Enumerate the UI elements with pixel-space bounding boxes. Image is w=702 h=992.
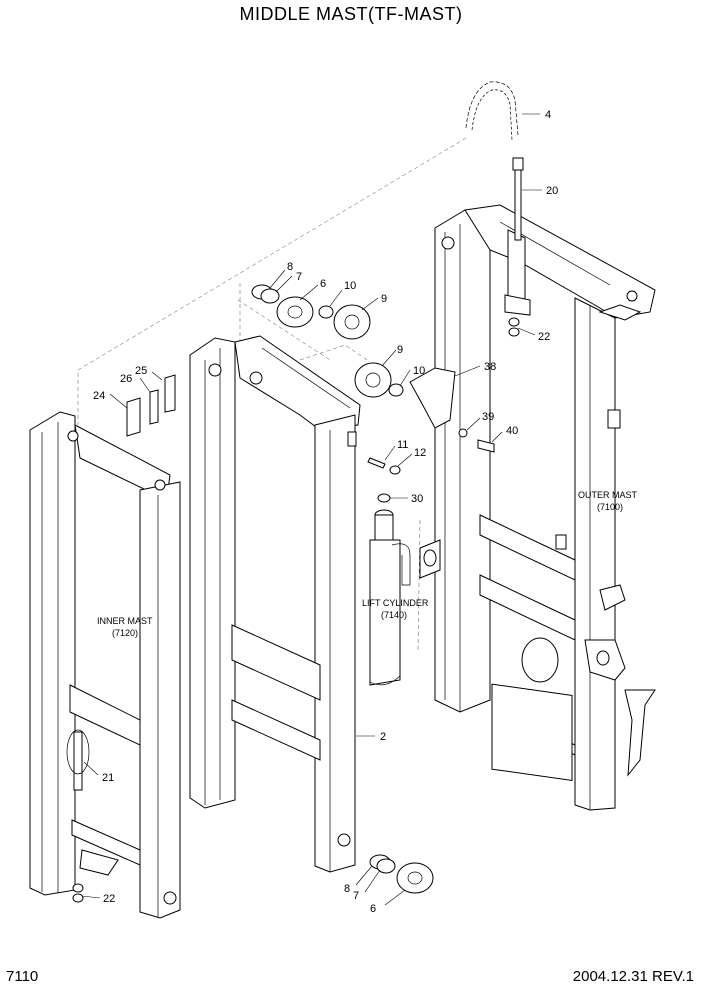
callout-26: 26 [120, 373, 132, 385]
assembly-labels: INNER MAST (7120) OUTER MAST (7100) LIFT… [97, 490, 638, 638]
small-parts [66, 317, 520, 903]
lift-chain [465, 81, 519, 141]
page-title: MIDDLE MAST(TF-MAST) [239, 4, 463, 24]
outer-mast [419, 204, 656, 811]
middle-mast [189, 335, 361, 873]
lift-cylinder-name: LIFT CYLINDER [362, 598, 429, 608]
callout-7-lower: 7 [353, 890, 359, 902]
callout-2: 2 [380, 731, 386, 743]
callout-8-upper: 8 [287, 261, 293, 273]
anchor-bolt [512, 157, 524, 241]
callout-7-upper: 7 [296, 271, 302, 283]
callout-38: 38 [484, 361, 496, 373]
callout-40: 40 [506, 425, 518, 437]
outer-mast-name: OUTER MAST [578, 490, 638, 500]
callout-25: 25 [135, 365, 147, 377]
callout-22-right: 22 [538, 331, 550, 343]
callout-9-upper: 9 [381, 293, 387, 305]
callout-22-left: 22 [103, 893, 115, 905]
callout-10-upper: 10 [344, 280, 356, 292]
callout-10-lower: 10 [413, 365, 425, 377]
callout-20: 20 [546, 185, 558, 197]
callout-9-lower: 9 [397, 344, 403, 356]
leader-lines [81, 113, 542, 906]
outer-mast-code: (7100) [597, 502, 623, 512]
callout-12: 12 [414, 447, 426, 459]
inner-mast-code: (7120) [112, 628, 138, 638]
callout-8-lower: 8 [344, 883, 350, 895]
callout-6-upper: 6 [320, 278, 326, 290]
bracket-plate [409, 367, 495, 453]
callout-39: 39 [482, 411, 494, 423]
callout-24: 24 [93, 390, 105, 402]
callout-6-lower: 6 [370, 903, 376, 915]
inner-mast [29, 411, 181, 919]
lift-cylinder [369, 509, 411, 686]
rollers-upper [251, 284, 404, 398]
callout-11: 11 [397, 439, 408, 451]
page-code: 7110 [6, 968, 39, 985]
rollers-lower [369, 854, 434, 894]
callout-labels: 4 20 8 7 6 10 9 22 9 10 38 25 26 24 39 4… [93, 109, 558, 915]
inner-mast-name: INNER MAST [97, 616, 153, 626]
callout-21: 21 [102, 772, 114, 784]
assembly-guide-lines [77, 137, 467, 651]
date-revision: 2004.12.31 REV.1 [572, 968, 694, 985]
lift-cylinder-code: (7140) [381, 610, 407, 620]
callout-30: 30 [411, 493, 423, 505]
callout-4: 4 [545, 109, 551, 121]
